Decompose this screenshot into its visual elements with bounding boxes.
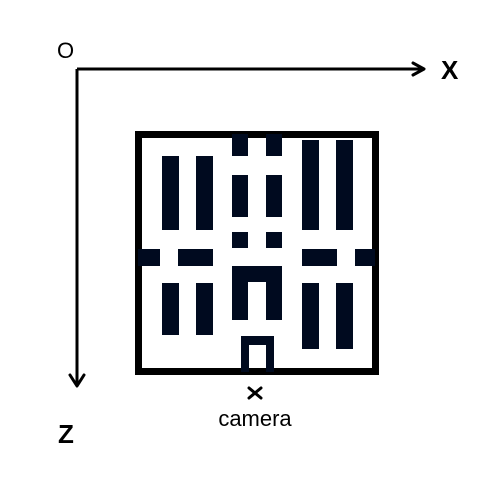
- z-axis-label: Z: [58, 419, 74, 449]
- maze-plan: [135, 131, 379, 375]
- wall-bar-horizontal: [355, 249, 375, 266]
- x-axis-label: X: [441, 55, 459, 85]
- central-block: [266, 282, 282, 320]
- top-wall-segment: [266, 134, 282, 156]
- wall-block: [266, 232, 282, 248]
- central-block: [232, 282, 248, 320]
- z-axis: [68, 69, 86, 388]
- wall-block: [232, 175, 248, 217]
- wall-bar: [302, 283, 319, 349]
- wall-bar-horizontal: [178, 249, 213, 266]
- x-axis: [77, 61, 426, 77]
- origin-label: O: [57, 38, 74, 63]
- central-block: [232, 266, 282, 282]
- camera-label: camera: [218, 406, 292, 431]
- wall-bar: [196, 156, 213, 230]
- camera-marker: [247, 386, 263, 400]
- wall-bar: [162, 283, 179, 335]
- door-frame: [241, 336, 274, 372]
- wall-block: [232, 232, 248, 248]
- wall-bar-horizontal: [302, 249, 337, 266]
- top-wall-segment: [232, 134, 248, 156]
- wall-bar-horizontal: [138, 249, 160, 266]
- wall-bar: [302, 140, 319, 230]
- z-axis-arrowhead: [68, 373, 86, 388]
- wall-bar: [196, 283, 213, 335]
- wall-bar: [162, 156, 179, 230]
- wall-block: [266, 175, 282, 217]
- x-axis-arrowhead: [411, 61, 426, 77]
- wall-bar: [336, 283, 353, 349]
- wall-bar: [336, 140, 353, 230]
